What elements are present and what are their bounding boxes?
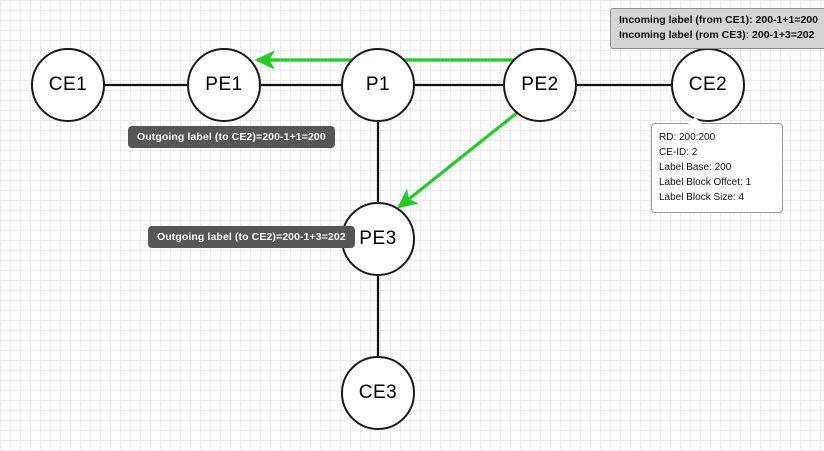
node-ce1-label: CE1 [48, 74, 88, 95]
node-p1[interactable]: P1 [341, 48, 415, 122]
node-pe3-label: PE3 [359, 228, 397, 249]
incoming-label-line-1: Incoming label (from CE1): 200-1+1=200 [619, 14, 818, 26]
ce2-label-block-offset: Label Block Offcet: 1 [659, 177, 752, 188]
incoming-label-info-box: Incoming label (from CE1): 200-1+1=200 I… [610, 8, 824, 50]
node-ce1[interactable]: CE1 [31, 48, 105, 122]
callout-pointer [688, 117, 702, 124]
node-ce2[interactable]: CE2 [671, 48, 745, 122]
incoming-label-line-2: Incoming label (rom CE3): 200-1+3=202 [619, 29, 815, 42]
node-ce3-label: CE3 [358, 382, 398, 403]
outgoing-label-pe1: Outgoing label (to CE2)=200-1+1=200 [128, 126, 335, 148]
node-pe2[interactable]: PE2 [503, 48, 577, 122]
highlight-arrow-pe2-to-pe3 [396, 110, 519, 209]
ce2-label-block-size: Label Block Size: 4 [659, 192, 745, 203]
ce2-attributes-callout: RD: 200:200 CE-ID: 2 Label Base: 200 Lab… [651, 116, 783, 213]
ce2-rd: RD: 200:200 [659, 132, 716, 143]
ce2-ce-id: CE-ID: 2 [659, 147, 698, 158]
node-pe1-label: PE1 [205, 74, 243, 95]
node-p1-label: P1 [365, 74, 391, 95]
outgoing-label-pe3: Outgoing label (to CE2)=200-1+3=202 [148, 226, 355, 248]
node-ce3[interactable]: CE3 [341, 356, 415, 430]
node-pe2-label: PE2 [521, 74, 559, 95]
ce2-label-base: Label Base: 200 [659, 162, 732, 173]
node-ce2-label: CE2 [688, 74, 728, 95]
node-pe1[interactable]: PE1 [187, 48, 261, 122]
